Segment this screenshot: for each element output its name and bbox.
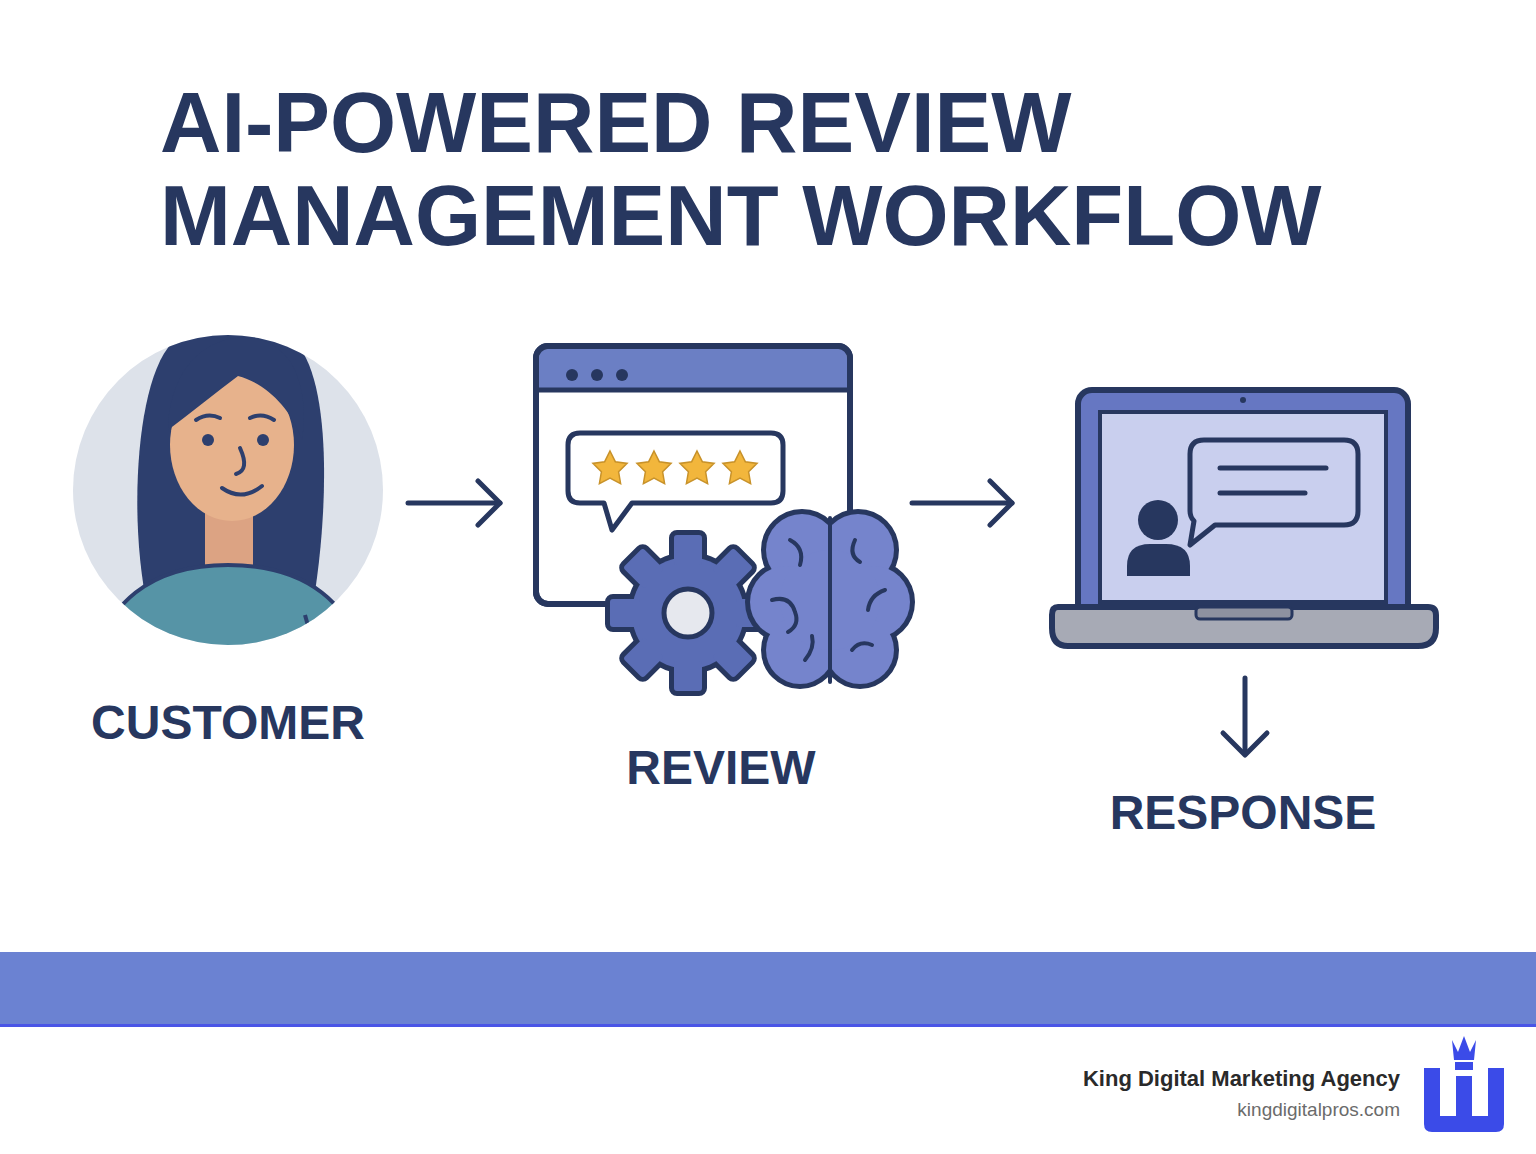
footer-band <box>0 952 1536 1025</box>
arrow-head <box>990 481 1012 525</box>
workflow-step: CUSTOMER <box>72 330 384 750</box>
agency-name: King Digital Marketing Agency <box>1083 1066 1400 1092</box>
brain-icon <box>750 514 910 684</box>
workflow-step: REVIEW <box>535 345 907 790</box>
down-arrow <box>1223 678 1267 755</box>
agency-logo <box>1424 1036 1504 1132</box>
agency-url: kingdigitalpros.com <box>1237 1099 1400 1121</box>
gear-icon <box>610 535 766 691</box>
customer-avatar <box>73 320 383 680</box>
arrow-head <box>478 481 500 525</box>
arrow-shaft <box>408 501 500 506</box>
arrow-shaft <box>912 501 1012 506</box>
workflow-step: RESPONSE <box>1050 388 1436 848</box>
diagram-title: AI-POWERED REVIEW MANAGEMENT WORKFLOW <box>160 76 1410 262</box>
flow-arrow <box>408 481 500 525</box>
step-label: CUSTOMER <box>72 699 384 747</box>
step-label: RESPONSE <box>1050 789 1436 837</box>
flow-arrow <box>912 481 1012 525</box>
footer-line <box>0 1024 1536 1027</box>
response-laptop <box>1052 390 1436 646</box>
step-label: REVIEW <box>535 744 907 792</box>
